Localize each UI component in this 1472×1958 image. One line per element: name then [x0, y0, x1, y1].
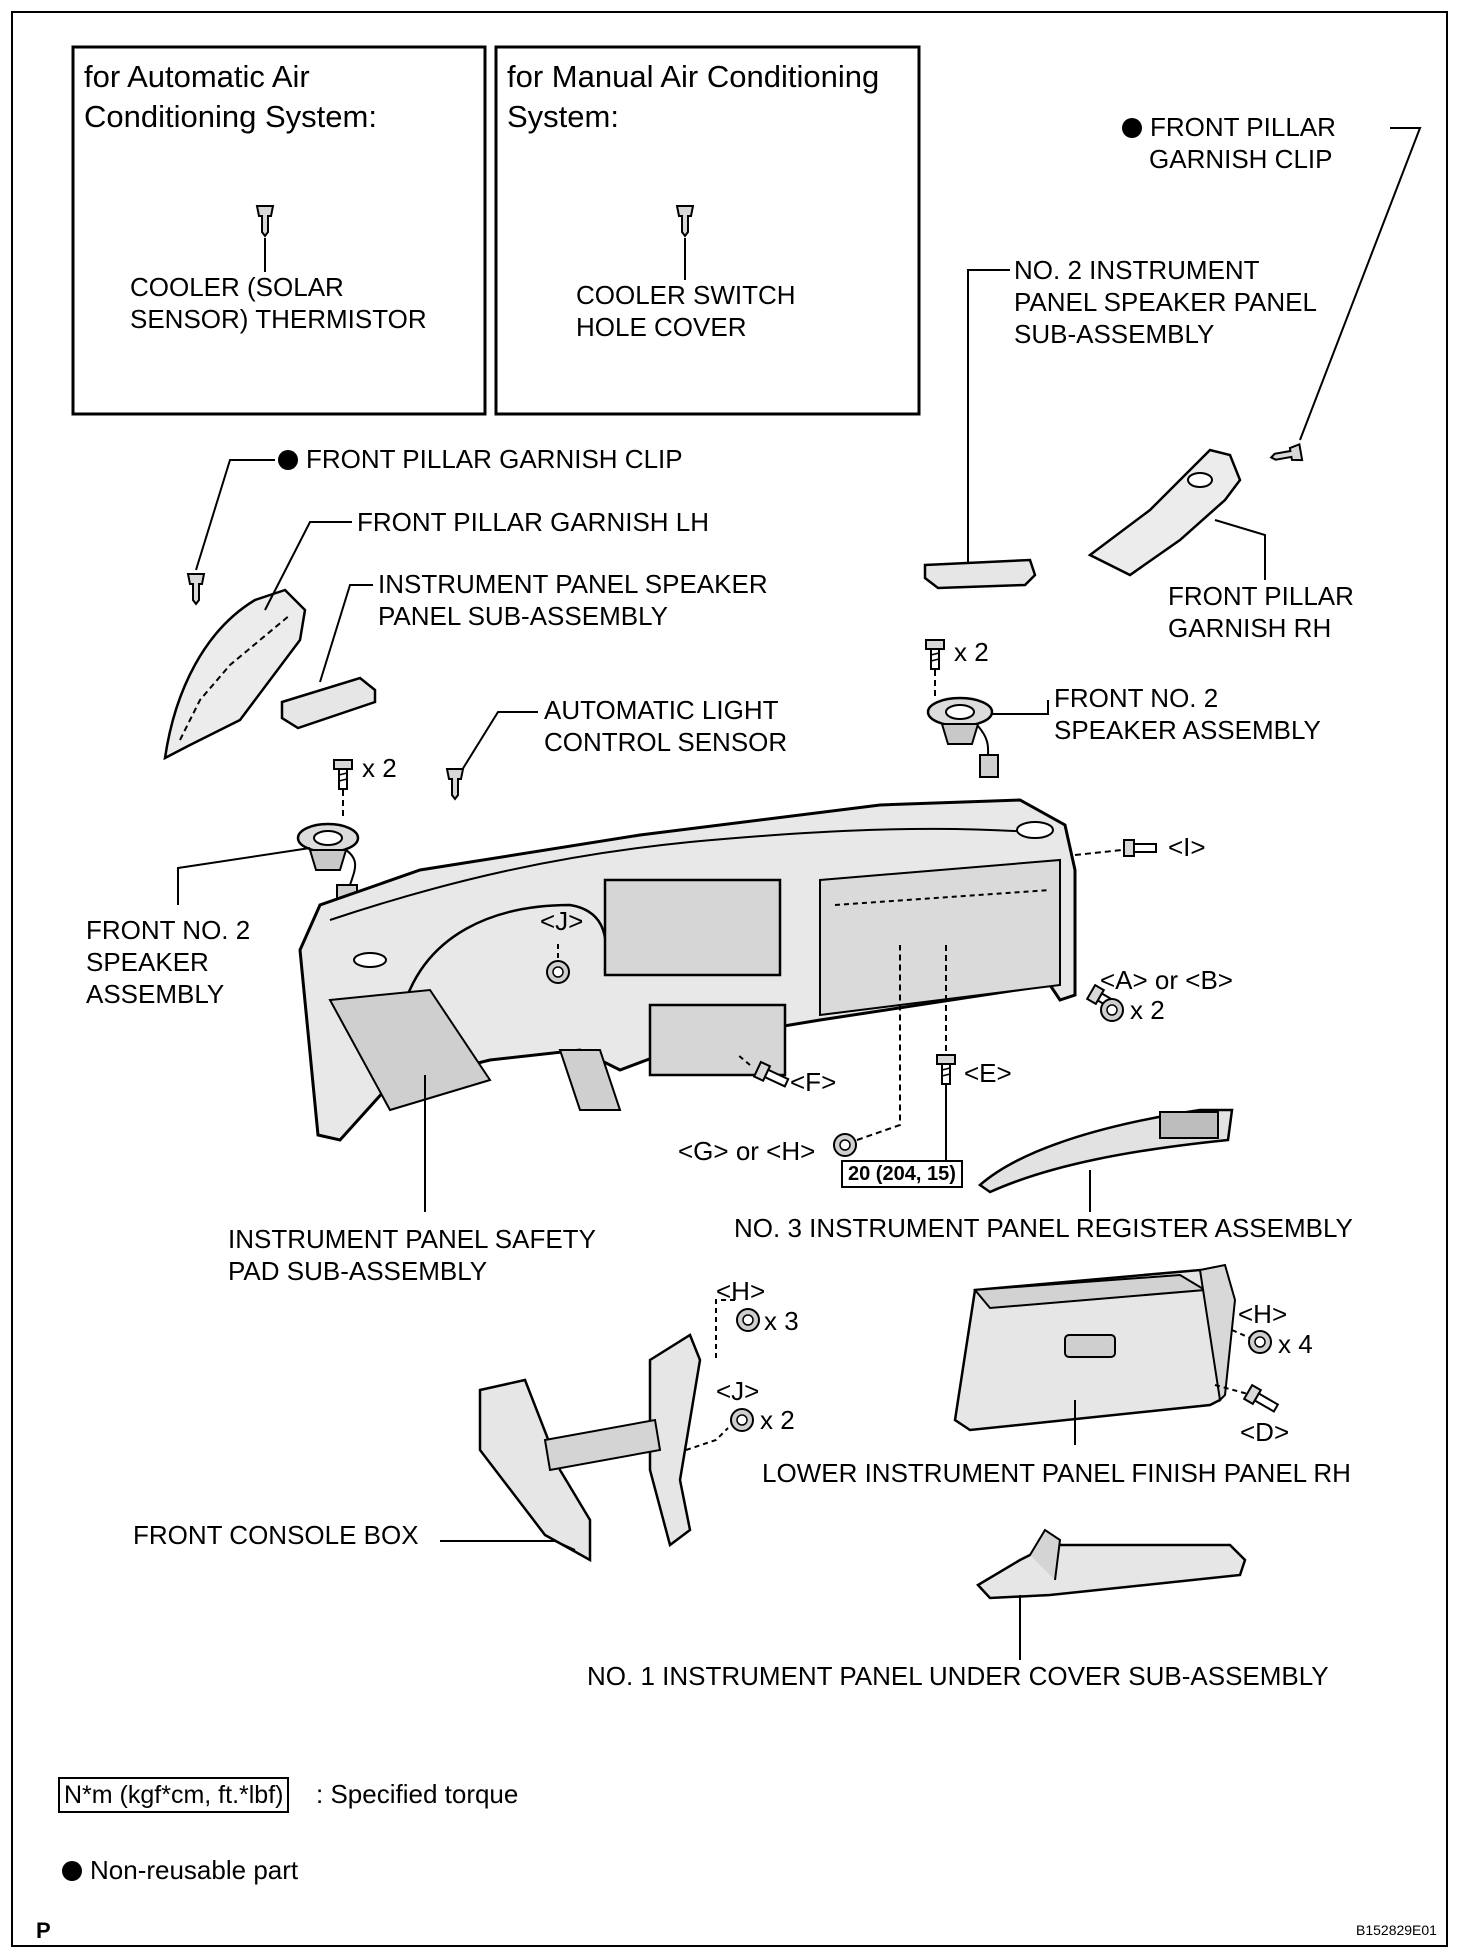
no2-speaker-panel-label-2: PANEL SPEAKER PANEL	[1014, 287, 1317, 317]
page-letter: P	[36, 1918, 51, 1943]
safety-pad-label-2: PAD SUB-ASSEMBLY	[228, 1256, 488, 1286]
front-pillar-garnish-lh	[163, 588, 307, 761]
light-sensor-part	[446, 768, 464, 800]
manual-box-title-1: for Manual Air Conditioning	[507, 59, 880, 94]
solar-sensor-label-2: SENSOR) THERMISTOR	[130, 304, 427, 334]
fastener-h-finish	[1248, 1330, 1272, 1354]
fastener-a-b-count: x 2	[1130, 995, 1165, 1025]
figure-code: B152829E01	[1356, 1922, 1437, 1938]
front-pillar-clip-lh-part	[187, 573, 205, 605]
finish-panel-rh-label: LOWER INSTRUMENT PANEL FINISH PANEL RH	[762, 1458, 1351, 1488]
manual-box-title-2: System:	[507, 99, 619, 134]
switch-hole-cover-label-2: HOLE COVER	[576, 312, 747, 342]
speaker-rh-bolt	[925, 639, 945, 670]
speaker-lh-bolt	[333, 759, 353, 790]
fastener-f-label: <F>	[790, 1067, 837, 1097]
page-frame	[11, 11, 1448, 1947]
fastener-j-console-count: x 2	[760, 1405, 795, 1435]
speaker-panel-lh-label-2: PANEL SUB-ASSEMBLY	[378, 601, 668, 631]
speaker-rh-label-1: FRONT NO. 2	[1054, 683, 1219, 713]
console-side-rh	[648, 1333, 702, 1548]
fastener-g-h	[833, 1133, 857, 1157]
safety-pad-label-1: INSTRUMENT PANEL SAFETY	[228, 1224, 596, 1254]
switch-hole-cover-label-1: COOLER SWITCH	[576, 280, 796, 310]
console-box-label: FRONT CONSOLE BOX	[133, 1520, 419, 1550]
speaker-lh-bolt-count: x 2	[362, 753, 397, 783]
speaker-lh-label-3: ASSEMBLY	[86, 979, 225, 1009]
fastener-h-console	[736, 1308, 760, 1332]
fastener-h-finish-count: x 4	[1278, 1329, 1313, 1359]
fastener-j-top-label: <J>	[540, 906, 584, 936]
register-label: NO. 3 INSTRUMENT PANEL REGISTER ASSEMBLY	[734, 1213, 1353, 1243]
front-console-box-part	[478, 1378, 592, 1563]
fastener-h-console-label: <H>	[716, 1276, 766, 1306]
light-sensor-label-1: AUTOMATIC LIGHT	[544, 695, 779, 725]
fastener-h-finish-label: <H>	[1238, 1299, 1288, 1329]
non-reusable-dot-icon	[62, 1861, 82, 1881]
under-cover-part	[976, 1543, 1247, 1600]
under-cover-label: NO. 1 INSTRUMENT PANEL UNDER COVER SUB-A…	[587, 1661, 1329, 1691]
non-reusable-dot-icon	[278, 450, 298, 470]
switch-hole-cover-part	[676, 205, 694, 237]
no2-speaker-panel-label-3: SUB-ASSEMBLY	[1014, 319, 1215, 349]
front-pillar-clip-rh-label-1: FRONT PILLAR	[1122, 111, 1336, 144]
fastener-j-console	[730, 1408, 754, 1432]
front-pillar-garnish-lh-label: FRONT PILLAR GARNISH LH	[357, 507, 710, 537]
front-pillar-clip-lh-label: FRONT PILLAR GARNISH CLIP	[278, 443, 683, 476]
front-pillar-clip-rh-part	[1268, 443, 1304, 467]
front-pillar-garnish-rh-label-2: GARNISH RH	[1168, 613, 1332, 643]
fastener-e	[936, 1054, 956, 1085]
fastener-e-label: <E>	[964, 1058, 1012, 1088]
no2-speaker-panel-label-1: NO. 2 INSTRUMENT	[1014, 255, 1260, 285]
fastener-d	[1243, 1384, 1281, 1416]
fastener-g-h-label: <G> or <H>	[678, 1136, 816, 1166]
fastener-a-b-nut	[1100, 998, 1124, 1022]
non-reusable-dot-icon	[1122, 118, 1142, 138]
torque-legend-text: : Specified torque	[316, 1779, 519, 1809]
fastener-i	[1123, 839, 1157, 857]
auto-box-title-2: Conditioning System:	[84, 99, 377, 134]
speaker-rh-label-2: SPEAKER ASSEMBLY	[1054, 715, 1321, 745]
speaker-rh-bolt-count: x 2	[954, 637, 989, 667]
non-reusable-legend: Non-reusable part	[62, 1854, 298, 1887]
speaker-panel-lh-part	[280, 676, 377, 730]
light-sensor-label-2: CONTROL SENSOR	[544, 727, 788, 757]
fastener-j-console-label: <J>	[716, 1376, 760, 1406]
solar-sensor-label-1: COOLER (SOLAR	[130, 272, 344, 302]
no2-speaker-panel-part	[923, 558, 1037, 590]
speaker-panel-lh-label-1: INSTRUMENT PANEL SPEAKER	[378, 569, 768, 599]
speaker-lh-label-1: FRONT NO. 2	[86, 915, 251, 945]
auto-box-title-1: for Automatic Air	[84, 59, 310, 94]
fastener-j-top	[546, 960, 570, 984]
speaker-lh-label-2: SPEAKER	[86, 947, 209, 977]
front-pillar-garnish-rh	[1087, 448, 1242, 577]
torque-spec-box: 20 (204, 15)	[841, 1160, 963, 1188]
fastener-a-b-label: <A> or <B>	[1100, 965, 1233, 995]
fastener-i-label: <I>	[1168, 832, 1206, 862]
automatic-ac-box	[71, 45, 487, 416]
fastener-h-console-count: x 3	[764, 1306, 799, 1336]
manual-ac-box	[494, 45, 921, 416]
front-pillar-clip-rh-label-2: GARNISH CLIP	[1149, 144, 1333, 174]
fastener-d-label: <D>	[1240, 1417, 1290, 1447]
front-pillar-garnish-rh-label-1: FRONT PILLAR	[1168, 581, 1354, 611]
torque-unit-legend: N*m (kgf*cm, ft.*lbf)	[58, 1777, 290, 1813]
solar-sensor-part	[256, 205, 274, 237]
